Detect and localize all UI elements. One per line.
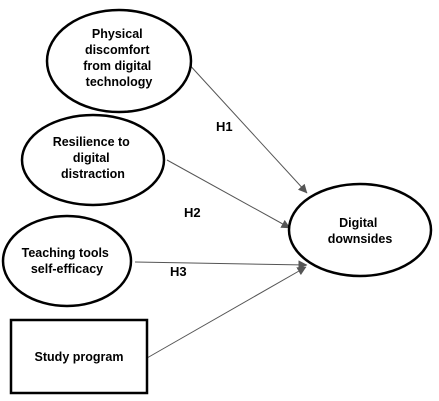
- node-physical-line-2: discomfort: [85, 43, 150, 57]
- edges: H1 H2 H3: [134, 60, 308, 359]
- node-study-program: Study program: [9, 318, 149, 395]
- node-teaching-line-1: Teaching tools: [22, 246, 109, 260]
- node-resilience: Resilience to digital distraction: [20, 113, 166, 207]
- edge-study-arrow: [146, 266, 307, 359]
- node-resilience-line-2: digital: [73, 151, 110, 165]
- edge-h2-arrow: [166, 159, 291, 229]
- node-downsides-line-1: Digital: [339, 216, 377, 230]
- node-teaching-line-2: self-efficacy: [31, 262, 103, 276]
- node-physical-line-4: technology: [86, 75, 153, 89]
- node-physical-line-1: Physical: [92, 27, 143, 41]
- svg-text:Physical discomfort: Physical discomfort from digital technol…: [83, 27, 155, 89]
- node-teaching-self-efficacy: Teaching tools self-efficacy: [1, 214, 133, 308]
- node-resilience-line-3: distraction: [61, 167, 125, 181]
- svg-text:Digital downsides: Digital downsides: [328, 216, 393, 246]
- node-study-line-1: Study program: [35, 350, 124, 364]
- edge-label-h3: H3: [170, 264, 187, 279]
- node-digital-downsides: Digital downsides: [287, 182, 433, 278]
- node-physical-line-3: from digital: [83, 59, 151, 73]
- edge-h3-arrow: [134, 260, 308, 270]
- node-resilience-line-1: Resilience to: [53, 135, 130, 149]
- edge-label-h2: H2: [184, 205, 201, 220]
- node-physical-discomfort: Physical discomfort from digital technol…: [45, 8, 193, 114]
- edge-label-h1: H1: [216, 119, 233, 134]
- svg-text:Teaching tools self-effi: Teaching tools self-efficacy: [22, 246, 113, 276]
- svg-text:Study program: Study program: [35, 350, 124, 364]
- svg-text:Resilience to digital: Resilience to digital distraction: [53, 135, 134, 181]
- edge-h1-arrow: [185, 60, 308, 194]
- node-downsides-line-2: downsides: [328, 232, 393, 246]
